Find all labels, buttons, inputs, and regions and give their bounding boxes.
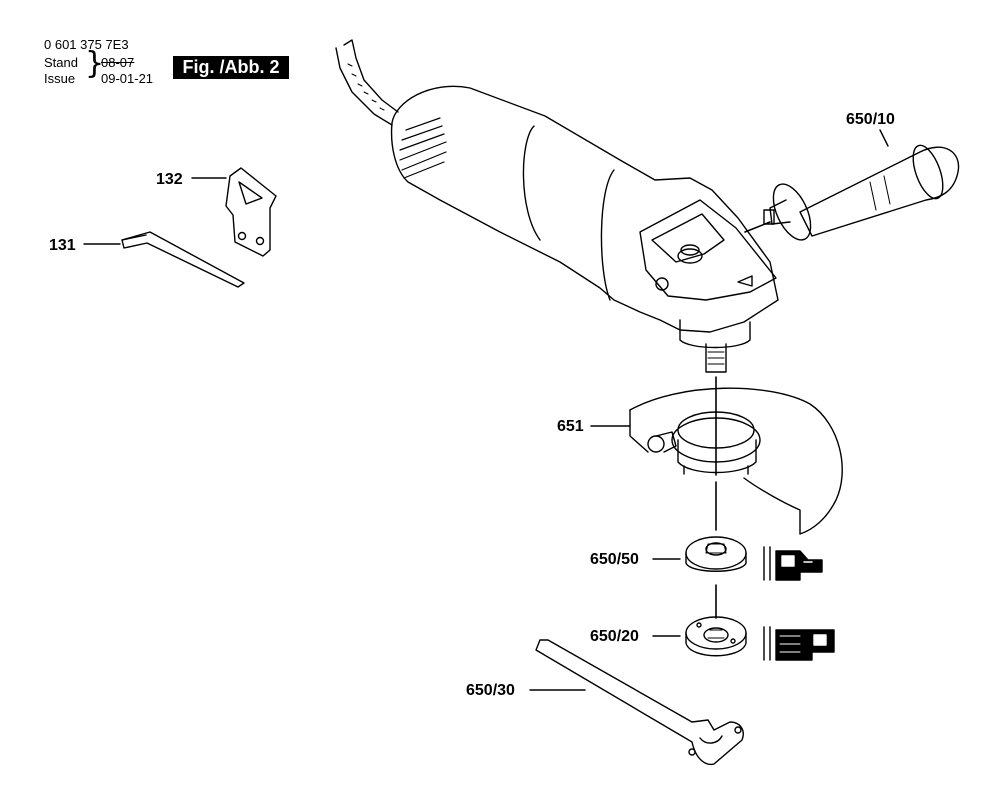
callout-650-10: 650/10 bbox=[846, 111, 895, 128]
callout-651: 651 bbox=[557, 418, 584, 435]
wheel-guard bbox=[629, 387, 843, 535]
auxiliary-handle bbox=[763, 144, 960, 241]
issue-date: 09-01-21 bbox=[101, 71, 154, 86]
angle-grinder bbox=[390, 85, 779, 373]
leader-lines bbox=[83, 129, 889, 691]
brace-glyph: } bbox=[85, 46, 105, 81]
mounting-flange bbox=[685, 536, 747, 572]
callout-650-30: 650/30 bbox=[466, 682, 515, 699]
callout-131: 131 bbox=[49, 237, 76, 254]
part-number: 0 601 375 7E3 bbox=[44, 37, 129, 52]
issue-label: Issue bbox=[44, 71, 76, 86]
callout-650-50: 650/50 bbox=[590, 551, 639, 568]
center-axis bbox=[715, 221, 771, 619]
nut-section bbox=[763, 626, 835, 661]
power-cord bbox=[335, 39, 399, 126]
stand-label: Stand bbox=[44, 55, 78, 70]
stand-date: 08-07 bbox=[101, 55, 135, 70]
figure-label: Fig. /Abb. 2 bbox=[173, 56, 289, 79]
hex-key bbox=[121, 231, 245, 288]
callout-132: 132 bbox=[156, 171, 183, 188]
callout-650-20: 650/20 bbox=[590, 628, 639, 645]
clamping-nut bbox=[685, 616, 747, 657]
flange-section bbox=[763, 546, 823, 581]
pin-spanner-wrench bbox=[535, 639, 744, 766]
bracket-plate bbox=[225, 167, 277, 257]
